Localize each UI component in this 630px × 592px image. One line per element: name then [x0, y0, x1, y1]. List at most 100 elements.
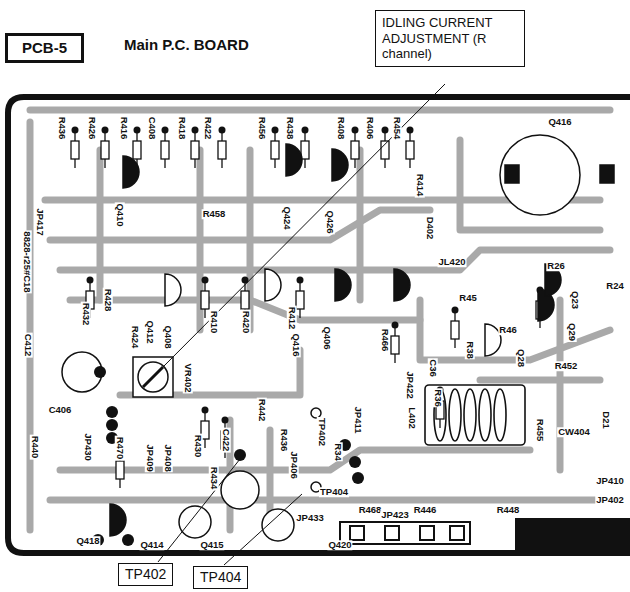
- solder-pad: [352, 472, 364, 484]
- part-label: Q426: [325, 209, 335, 234]
- part-label: R426: [87, 116, 97, 141]
- part-label: R454: [392, 116, 402, 141]
- part-label: R38: [465, 340, 475, 359]
- part-label: R432: [81, 302, 91, 327]
- part-label: Q406: [322, 325, 332, 350]
- part-label: R422: [203, 116, 213, 141]
- part-label: R436: [279, 428, 289, 453]
- part-label: JP409: [145, 443, 155, 472]
- part-label: JP408: [163, 443, 173, 472]
- component-symbols: [71, 127, 561, 547]
- solder-pad: [94, 366, 106, 378]
- node-text: TP404: [200, 569, 241, 586]
- solder-pad: [122, 534, 134, 546]
- part-label: R424: [130, 325, 140, 350]
- part-label: R452: [554, 361, 579, 371]
- part-label: Q23: [570, 290, 580, 310]
- resistor-symbol: [296, 277, 304, 319]
- resistor-symbol: [71, 127, 79, 169]
- part-label: R455: [535, 418, 545, 443]
- part-label: R430: [193, 434, 203, 459]
- part-label: TP404: [319, 487, 349, 497]
- part-label: JP430: [83, 432, 93, 461]
- part-label: Q410: [115, 202, 125, 227]
- part-label: R446: [413, 505, 438, 515]
- part-label: R468: [358, 505, 383, 515]
- part-label: R406: [365, 116, 375, 141]
- copper-traces: [30, 110, 610, 530]
- part-label: R440: [30, 435, 40, 460]
- part-label: R408: [336, 116, 346, 141]
- test-point-box: TP402: [118, 563, 173, 586]
- part-label: R34: [333, 442, 343, 461]
- board-id-box: PCB-5: [5, 33, 84, 63]
- part-label: R412: [287, 306, 297, 331]
- part-label: Q412: [145, 319, 155, 344]
- part-label: R434: [209, 466, 219, 491]
- part-label: R436: [57, 116, 67, 141]
- part-label: Q418: [75, 536, 100, 546]
- resistor-symbol: [201, 277, 209, 319]
- part-label: C422: [221, 428, 231, 453]
- resistor-symbol: [161, 127, 169, 169]
- transistor-symbol: [394, 269, 410, 301]
- part-label: JP433: [295, 513, 324, 523]
- part-label: R414: [415, 173, 425, 198]
- part-label: R45: [458, 293, 477, 303]
- solder-pad: [349, 456, 361, 468]
- part-label: 8828-r25#C18: [22, 230, 32, 293]
- part-label: R36: [433, 388, 443, 407]
- part-label: TP402: [317, 417, 327, 447]
- part-label: Q416: [547, 117, 572, 127]
- transistor-symbol: [123, 156, 139, 188]
- part-label: Q28: [516, 348, 526, 368]
- part-label: R46: [498, 325, 517, 335]
- part-label: C412: [23, 333, 33, 358]
- part-label: Q415: [199, 540, 224, 550]
- part-label: Q420: [327, 540, 352, 550]
- part-label: C406: [48, 405, 73, 415]
- part-label: R458: [202, 209, 227, 219]
- node-text: IDLING CURRENT ADJUSTMENT (R channel): [382, 15, 518, 62]
- part-label: C36: [428, 358, 438, 377]
- transistor-symbol: [335, 269, 351, 301]
- resistor-symbol: [218, 127, 226, 169]
- part-label: R466: [380, 328, 390, 353]
- part-label: R442: [257, 398, 267, 423]
- part-label: JP423: [380, 510, 409, 520]
- big-transistor-outline: [62, 135, 614, 541]
- part-label: JP410: [595, 476, 624, 486]
- transistor-symbol: [165, 274, 181, 306]
- part-label: R448: [496, 505, 521, 515]
- part-label: C408: [147, 116, 157, 141]
- transistor-symbol: [286, 144, 302, 176]
- node-text: TP402: [125, 566, 166, 583]
- test-point-box: TP404: [193, 566, 248, 589]
- part-label: JL420: [438, 257, 467, 267]
- part-label: Q414: [139, 540, 164, 550]
- resistor-symbol: [271, 127, 279, 169]
- part-label: R470: [115, 436, 125, 461]
- part-label: Q408: [163, 324, 173, 349]
- callout-box: IDLING CURRENT ADJUSTMENT (R channel): [375, 10, 525, 67]
- leader-lines: [156, 84, 445, 565]
- part-label: R410: [209, 310, 219, 335]
- resistor-symbol: [391, 322, 399, 364]
- transistor-symbol: [110, 504, 126, 536]
- resistor-symbol: [191, 127, 199, 169]
- part-label: Q416: [291, 332, 301, 357]
- part-label: JP406: [289, 450, 299, 479]
- part-label: R26: [546, 261, 565, 271]
- part-label: Q424: [282, 205, 292, 230]
- part-label: R420: [241, 310, 251, 335]
- resistor-symbol: [451, 307, 459, 349]
- board-title: Main P.C. BOARD: [124, 36, 249, 53]
- solder-pad: [106, 419, 118, 431]
- solder-pad: [106, 406, 118, 418]
- part-label: CW404: [557, 427, 591, 437]
- board-outline: [8, 97, 630, 556]
- part-label: R418: [177, 116, 187, 141]
- coil-symbol: [425, 385, 525, 445]
